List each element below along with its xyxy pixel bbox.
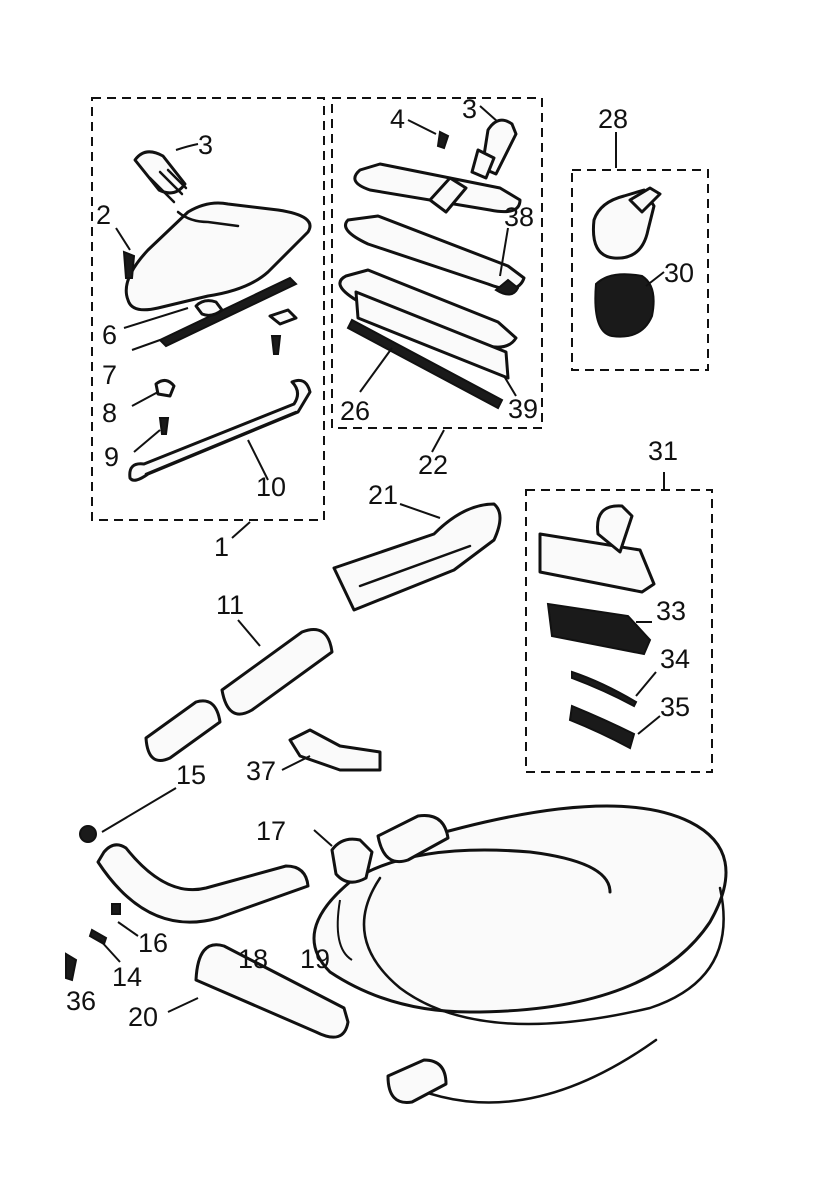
label-1: 1 <box>214 532 229 562</box>
label-31: 31 <box>648 436 678 466</box>
label-36: 36 <box>66 986 96 1016</box>
label-28: 28 <box>598 104 628 134</box>
group-box-28 <box>571 169 709 371</box>
label-37: 37 <box>246 756 276 786</box>
label-11: 11 <box>216 590 244 620</box>
label-17: 17 <box>256 816 286 846</box>
label-22: 22 <box>418 450 448 480</box>
label-33: 33 <box>656 596 686 626</box>
label-38: 38 <box>504 202 534 232</box>
label-9: 9 <box>104 442 119 472</box>
label-35: 35 <box>660 692 690 722</box>
label-16: 16 <box>138 928 168 958</box>
group-box-22 <box>331 97 543 429</box>
label-10: 10 <box>256 472 286 502</box>
label-34: 34 <box>660 644 690 674</box>
label-3-upper-middle: 3 <box>462 94 477 124</box>
floor-tool-assembly <box>538 504 656 750</box>
label-8: 8 <box>102 398 117 428</box>
label-19: 19 <box>300 944 330 974</box>
label-6: 6 <box>102 320 117 350</box>
floor-nozzle-assembly <box>122 150 312 482</box>
label-2: 2 <box>96 200 111 230</box>
label-39: 39 <box>508 394 538 424</box>
upholstery-tool-assembly <box>591 186 662 338</box>
label-26: 26 <box>340 396 370 426</box>
label-18: 18 <box>238 944 268 974</box>
label-3-upper-left: 3 <box>198 130 213 160</box>
hose-clip <box>288 728 382 772</box>
label-30: 30 <box>664 258 694 288</box>
wide-nozzle-assembly <box>338 118 526 410</box>
crevice-tool <box>332 502 502 612</box>
label-21: 21 <box>368 480 398 510</box>
label-15: 15 <box>176 760 206 790</box>
group-box-31 <box>525 489 713 773</box>
extension-wands <box>144 628 334 762</box>
label-14: 14 <box>112 962 142 992</box>
label-20: 20 <box>128 1002 158 1032</box>
hose-assembly <box>65 804 728 1104</box>
label-7: 7 <box>102 360 117 390</box>
label-4: 4 <box>390 104 405 134</box>
group-box-1 <box>91 97 325 521</box>
